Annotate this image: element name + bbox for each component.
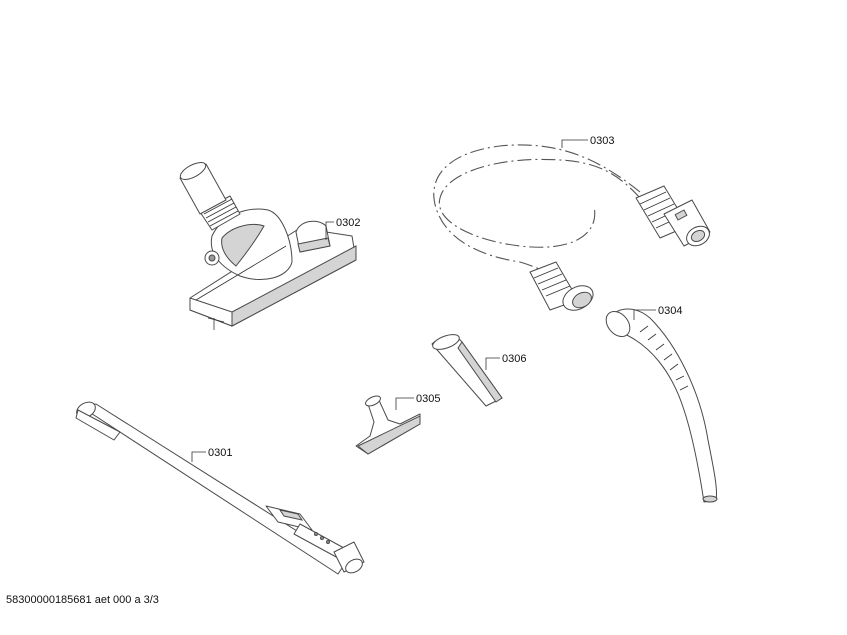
neck-ribs [203,198,239,227]
callout-0303: 0303 [561,135,614,148]
callout-0306: 0306 [485,353,526,370]
callout-0301: 0301 [191,447,232,462]
document-id-footer: 58300000185681 aet 000 a 3/3 [6,594,159,606]
callout-label-0302: 0302 [336,217,360,229]
floor-nozzle-part [179,162,357,330]
callout-label-0304: 0304 [658,305,682,317]
handle-part [605,308,718,503]
callout-label-0301: 0301 [208,447,232,459]
callout-label-0305: 0305 [416,393,440,405]
hose-part [433,144,711,311]
callout-0302: 0302 [325,217,360,240]
handle-grip-ribs [639,325,689,391]
callout-0305: 0305 [395,393,440,410]
callout-label-0306: 0306 [502,353,526,365]
crevice-nozzle-part [431,334,503,407]
hose-lower-ribs [533,267,571,297]
callout-0304: 0304 [633,305,682,320]
callout-label-0303: 0303 [590,135,614,147]
extension-tube-part [75,401,365,575]
upholstery-nozzle-part [355,395,421,455]
